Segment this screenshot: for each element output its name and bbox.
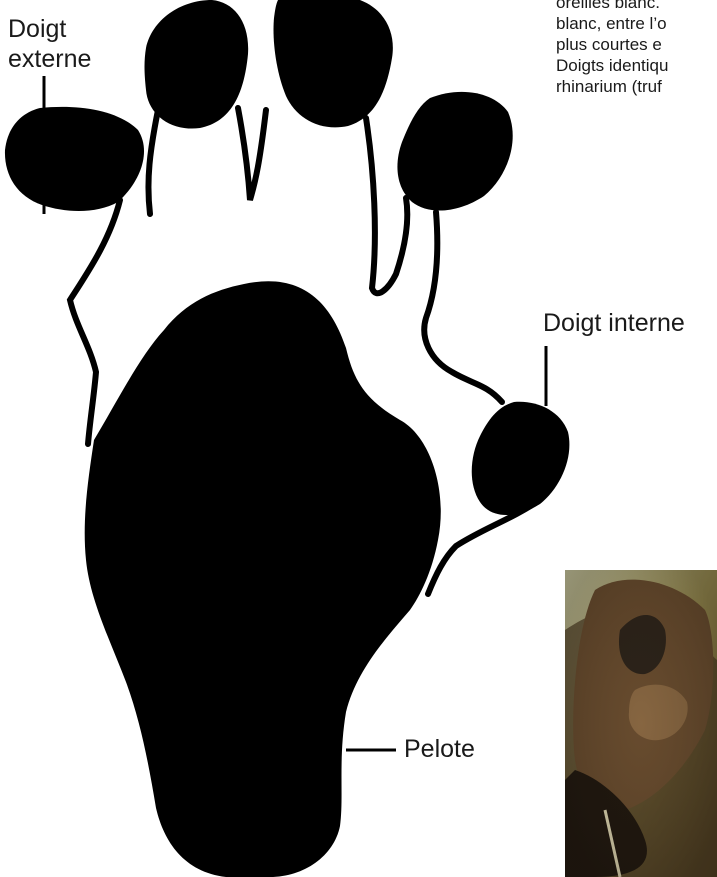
outer-toe <box>5 107 144 211</box>
label-pelote: Pelote <box>404 734 475 764</box>
inner-toe <box>472 402 570 515</box>
toe-4 <box>397 92 512 211</box>
web-2-3 <box>238 108 266 200</box>
main-pad <box>85 281 441 877</box>
label-inner-toe: Doigt interne <box>543 308 685 338</box>
label-outer-toe-line2: externe <box>8 44 91 74</box>
label-outer-toe-line1: Doigt <box>8 14 91 44</box>
web-4-inner <box>424 212 502 402</box>
paw-photograph <box>565 570 717 877</box>
web-2 <box>148 110 158 214</box>
web-3-4 <box>366 118 407 293</box>
label-outer-toe: Doigt externe <box>8 14 91 74</box>
paw-photo-image <box>565 570 717 877</box>
toe-3 <box>274 0 393 127</box>
web-outer <box>70 200 120 444</box>
web-inner-base <box>428 500 540 594</box>
